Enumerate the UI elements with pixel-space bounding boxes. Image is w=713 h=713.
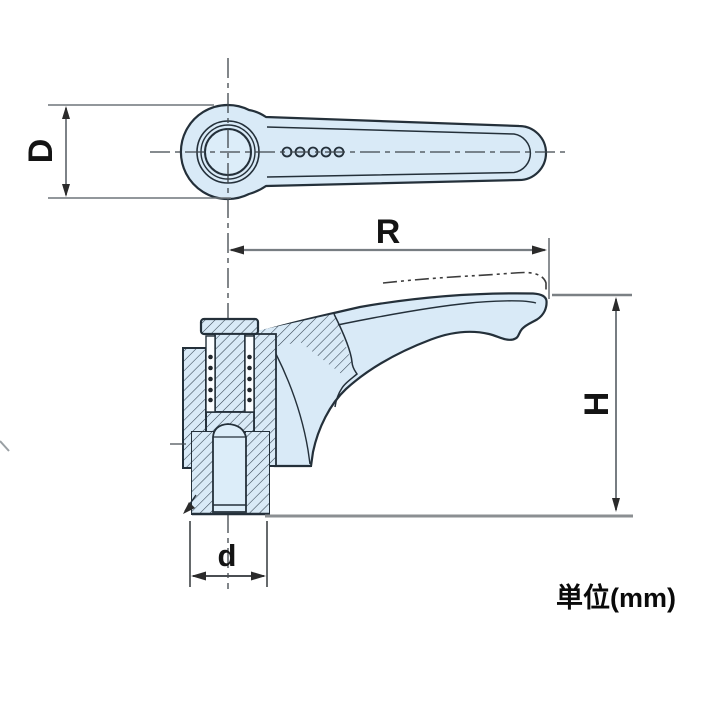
bushing-wall-right	[246, 432, 269, 514]
dimension-label-d: d	[218, 538, 237, 573]
arm-root-hatch	[256, 314, 352, 376]
arrow-right	[532, 245, 547, 255]
dimension-label-R: R	[376, 213, 401, 251]
spring-dots	[208, 354, 252, 403]
phantom-line	[382, 271, 547, 292]
arrow-down	[62, 184, 70, 197]
serration-slots	[205, 335, 255, 413]
bushing-wall-left	[192, 432, 213, 514]
pocket-curve	[275, 353, 311, 465]
arrow-left	[191, 571, 206, 581]
tapped-bore	[212, 423, 247, 513]
side-view	[170, 292, 548, 516]
dimension-label-H: H	[578, 392, 616, 417]
slot-right	[244, 335, 255, 413]
unit-note: 単位(mm)	[556, 582, 676, 613]
arrow-down	[612, 498, 620, 512]
edge-tick	[0, 440, 10, 452]
screw-column	[214, 333, 246, 413]
dimension-D: D	[22, 104, 231, 199]
slot-left	[205, 335, 216, 413]
dimension-d: d	[189, 521, 268, 587]
lever-arm	[254, 292, 548, 468]
chamfer-arrow	[183, 502, 195, 514]
section-boundary-curve	[333, 313, 358, 408]
threaded-bushing	[183, 423, 270, 516]
arrow-up	[612, 297, 620, 311]
arrow-right	[251, 571, 266, 581]
dimension-label-D: D	[22, 139, 60, 164]
hub-cap	[199, 317, 260, 336]
arrow-up	[62, 106, 70, 119]
top-view	[150, 103, 567, 201]
dimension-H: H	[265, 293, 633, 518]
arrow-left	[229, 245, 244, 255]
dimension-R: R	[229, 213, 550, 299]
handle-inner-line	[266, 126, 532, 178]
